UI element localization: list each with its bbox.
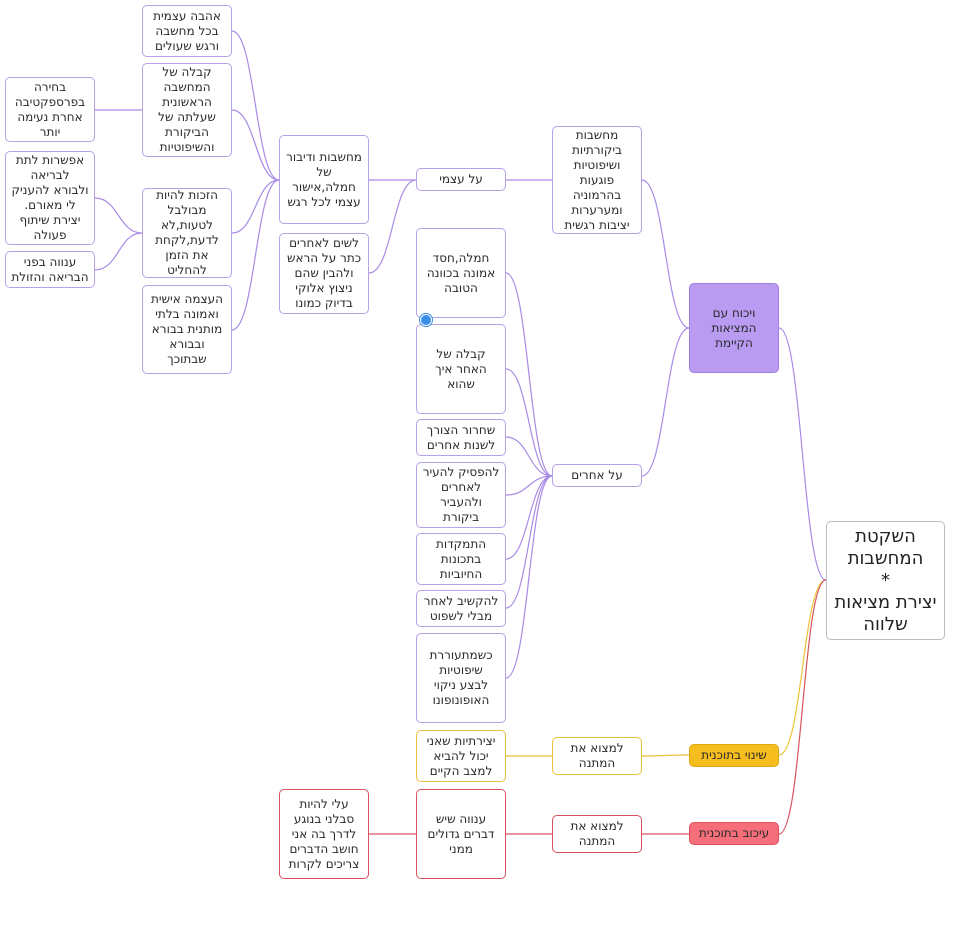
arguing-with-reality-node[interactable]: ויכוח עם המציאות הקיימת [689, 283, 779, 373]
edge-right-allow [94, 197, 143, 234]
selection-handle-icon[interactable] [420, 314, 432, 326]
self-love-node[interactable]: אהבה עצמית בכל מחשבה ורגש שעולים [142, 5, 232, 57]
edge-root-criticism [778, 327, 827, 581]
edge-criticism-thoughts [641, 179, 690, 329]
root-node[interactable]: השקטת המחשבות * יצירת מציאות שלווה [826, 521, 945, 640]
edge-root-delay [778, 579, 827, 835]
cleanup-node[interactable]: כשמתעוררת שיפוטיות לבצע ניקוי האופונופונ… [416, 633, 506, 723]
patience-node[interactable]: עלי להיות סבלני בנוגע לדרך בה אני חושב ה… [279, 789, 369, 879]
plan-change-node[interactable]: שינוי בתוכנית [689, 744, 779, 767]
empowerment-node[interactable]: העצמה אישית ואמונה בלתי מותנית בבורא ובב… [142, 285, 232, 374]
plan-delay-node[interactable]: עיכוב בתוכנית [689, 822, 779, 845]
compassion-node[interactable]: חמלה,חסד אמונה בכוונה הטובה [416, 228, 506, 318]
edge-speech-love [231, 30, 280, 181]
edge-root-change [778, 579, 827, 756]
edge-others-stop [505, 475, 553, 496]
on-others-node[interactable]: על אחרים [552, 464, 642, 487]
humility-big-node[interactable]: ענווה שיש דברים גדולים ממני [416, 789, 506, 879]
edge-speech-right [231, 179, 280, 234]
edge-change-gift [641, 754, 690, 757]
allow-creator-node[interactable]: אפשרות לתת לבריאה ולבורא להעניק לי מאורם… [5, 151, 95, 245]
humility-creation-node[interactable]: ענווה בפני הבריאה והזולת [5, 251, 95, 288]
edge-speech-accept [231, 109, 280, 181]
edge-self-see [368, 179, 417, 274]
release-need-node[interactable]: שחרור הצורך לשנות אחרים [416, 419, 506, 456]
choose-perspective-node[interactable]: בחירה בפרספקטיבה אחרת נעימה יותר [5, 77, 95, 142]
edge-others-listen [505, 475, 553, 609]
find-gift-delay-node[interactable]: למצוא את המתנה [552, 815, 642, 853]
edge-speech-empower [231, 179, 280, 331]
accept-first-thought-node[interactable]: קבלה של המחשבה הראשונית שעלתה של הביקורת… [142, 63, 232, 157]
edge-others-release [505, 436, 553, 477]
edge-others-cleanup [505, 475, 553, 679]
critical-thoughts-node[interactable]: מחשבות ביקורתיות ושיפוטיות פוגעות בהרמונ… [552, 126, 642, 234]
creativity-node[interactable]: יצירתיות שאני יכול להביא למצב הקיים [416, 730, 506, 782]
find-gift-change-node[interactable]: למצוא את המתנה [552, 737, 642, 775]
edge-criticism-others [641, 327, 690, 477]
stop-criticism-node[interactable]: להפסיק להעיר לאחרים ולהעביר ביקורת [416, 462, 506, 528]
see-others-node[interactable]: לשים לאחרים כתר על הראש ולהבין שהם ניצוץ… [279, 233, 369, 314]
listen-node[interactable]: להקשיב לאחר מבלי לשפוט [416, 590, 506, 627]
on-self-node[interactable]: על עצמי [416, 168, 506, 191]
focus-positive-node[interactable]: התמקדות בתכונות החיוביות [416, 533, 506, 585]
edge-others-compassion [505, 272, 553, 477]
edge-others-acceptother [505, 368, 553, 477]
right-to-be-confused-node[interactable]: הזכות להיות מבולבל לטעות,לא לדעת,לקחת את… [142, 188, 232, 278]
accept-other-node[interactable]: קבלה של האחר איך שהוא [416, 324, 506, 414]
edge-others-focus [505, 475, 553, 560]
thoughts-speech-node[interactable]: מחשבות ודיבור של חמלה,אישור עצמי לכל רגש [279, 135, 369, 224]
edge-right-humility [94, 232, 143, 271]
